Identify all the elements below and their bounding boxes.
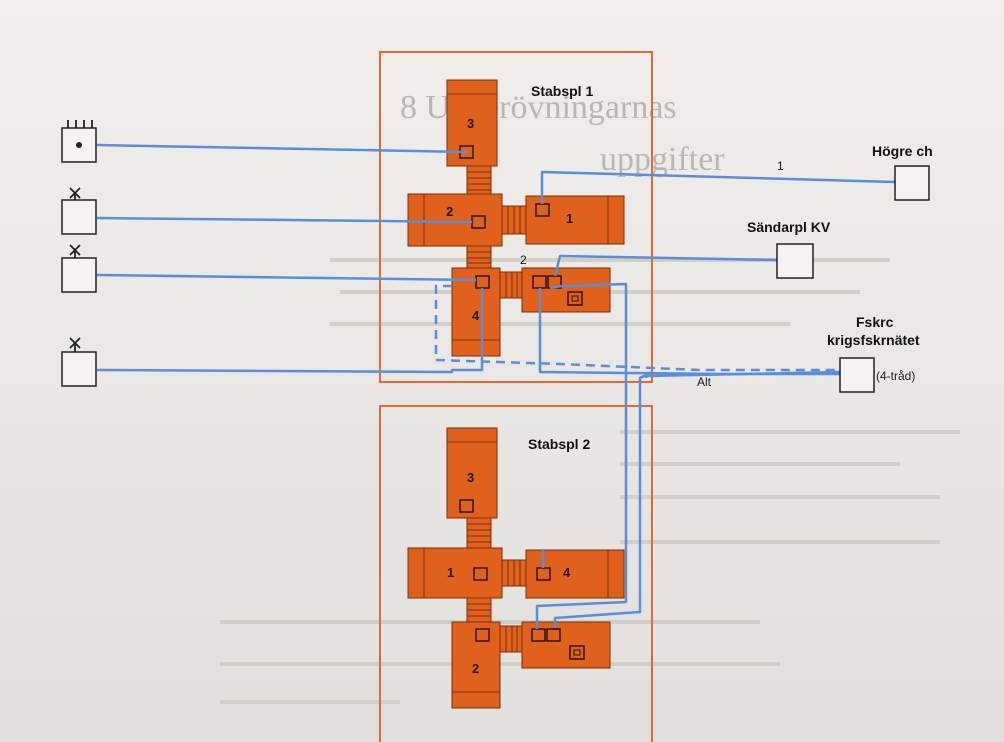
wire-hogre-ch: [540, 170, 896, 204]
vehicle-2-4: [525, 549, 625, 599]
terminal-1-dot: [76, 142, 82, 148]
stabspl-1-frame: [379, 51, 653, 383]
vehicle-1-1-number: 1: [566, 211, 573, 226]
wires: [96, 143, 896, 629]
line-2-label: 2: [520, 253, 527, 267]
terminal-2: [61, 199, 97, 235]
vehicle-1-2-number: 2: [446, 204, 453, 219]
hogre-ch-box: [894, 165, 930, 201]
hogre-ch-label: Högre ch: [872, 143, 933, 159]
vehicle-1-3-number: 3: [467, 116, 474, 131]
vehicle-2-1: [407, 547, 503, 599]
wire-phone-2: [96, 216, 473, 224]
vehicle-2-4-number: 4: [563, 565, 571, 580]
stabspl-2-frame: [379, 405, 653, 742]
vehicle-1-4-number: 4: [472, 308, 480, 323]
wire-s2-a: [535, 282, 628, 629]
alt-label: Alt: [697, 375, 712, 389]
vehicle-2-2-number: 2: [472, 661, 479, 676]
wire-sandarpl: [553, 254, 778, 277]
svg-text:uppgifter: uppgifter: [600, 141, 725, 178]
external-node-boxes: [776, 165, 930, 393]
terminal-3: [61, 257, 97, 293]
wire-s2-b: [553, 370, 653, 628]
terminal-4: [61, 351, 97, 387]
terminal-marks: [67, 120, 93, 352]
sandarpl-kv-box: [776, 243, 814, 279]
stabspl-1-title: Stabspl 1: [531, 83, 593, 99]
vehicle-2-1-number: 1: [447, 565, 454, 580]
vehicle-1-radio: [521, 267, 611, 313]
krigsfskrnatet-label: krigsfskrnätet: [827, 332, 920, 348]
svg-text:8 Underövningarnas: 8 Underövningarnas: [400, 89, 677, 126]
wire-phone-4: [96, 288, 484, 374]
vehicle-2-3-number: 3: [467, 470, 474, 485]
wire-phone-3: [96, 273, 477, 282]
terminal-phones: [61, 127, 97, 387]
line-1-label: 1: [777, 159, 784, 173]
vehicle-1-1: [525, 195, 625, 245]
stabspl-2-vehicles: [407, 427, 625, 709]
fskrc-box: [839, 357, 875, 393]
wire-phone-1: [96, 143, 468, 154]
sandarpl-kv-label: Sändarpl KV: [747, 219, 831, 235]
fskrc-label: Fskrc: [856, 314, 894, 330]
vehicle-2-3: [446, 427, 498, 519]
wire-alt-dashed: [434, 284, 840, 372]
four-trad-label: (4-tråd): [876, 369, 915, 383]
stabspl-2-title: Stabspl 2: [528, 436, 590, 452]
vehicle-1-2: [407, 193, 503, 247]
